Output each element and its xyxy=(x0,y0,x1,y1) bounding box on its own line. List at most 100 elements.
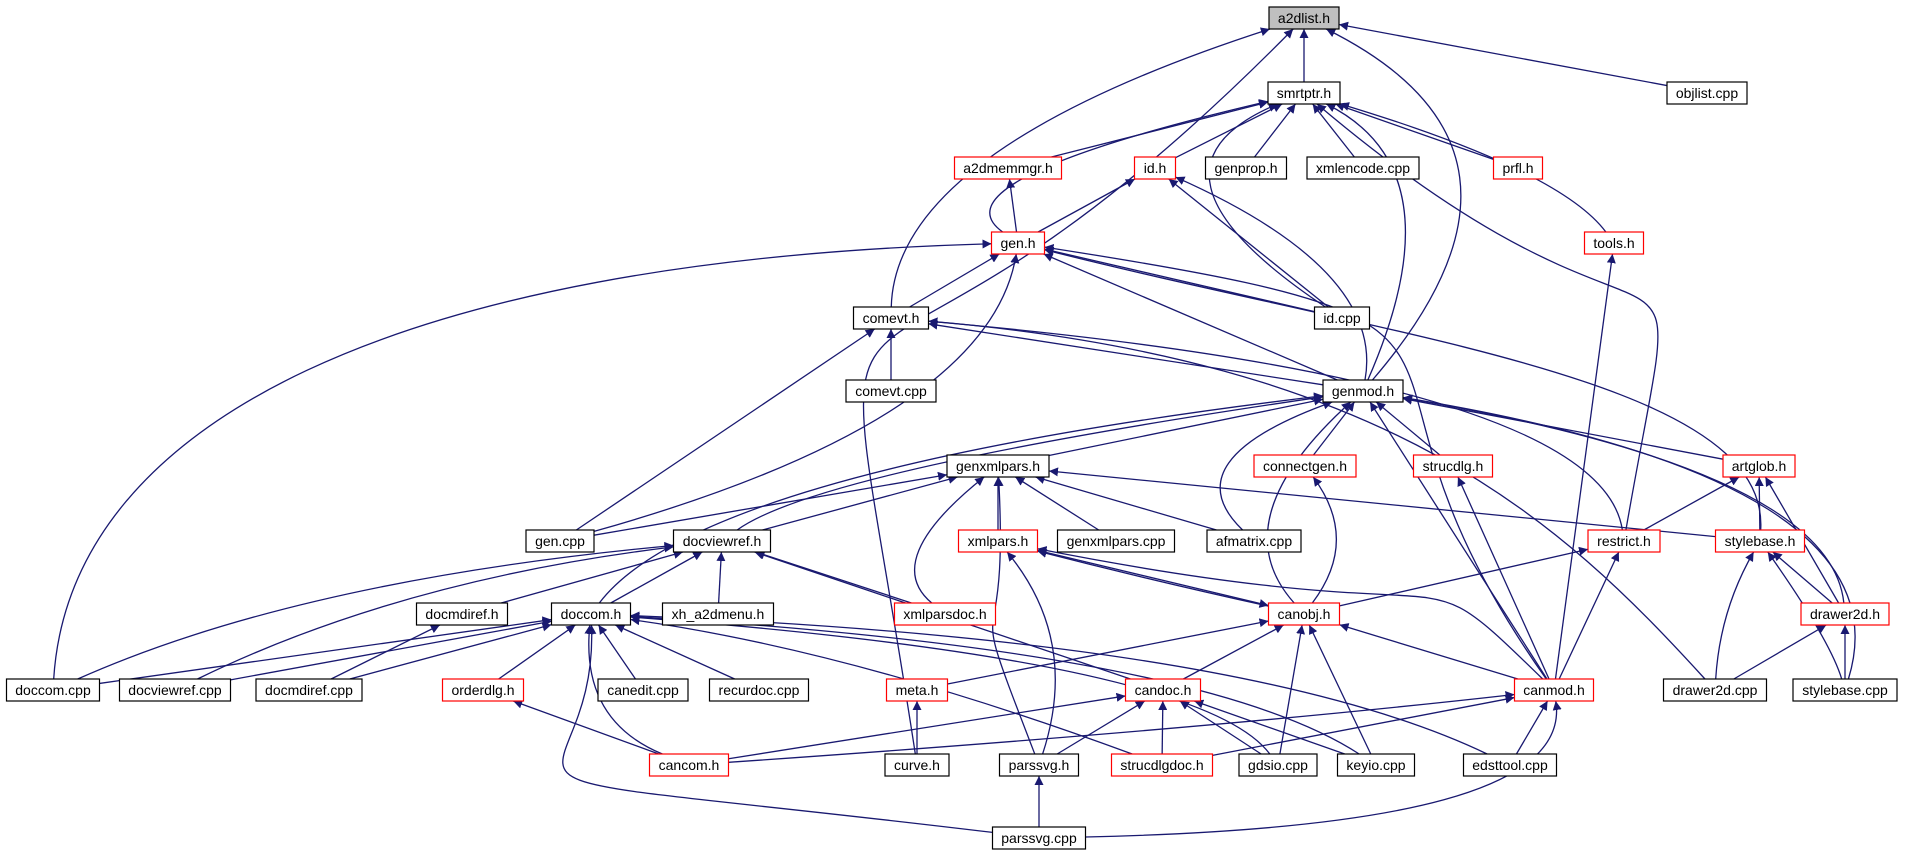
node-label: recurdoc.cpp xyxy=(719,682,800,698)
edge-objlist_cpp-to-a2dlist_h xyxy=(1338,21,1668,87)
edge-canmod_h-to-canobj_h xyxy=(1339,623,1519,680)
node-box xyxy=(1583,231,1645,255)
node-box xyxy=(957,529,1039,553)
node-box xyxy=(1124,678,1202,702)
edge-keyio_cpp-to-doccom_h xyxy=(630,612,1360,755)
node-xh-a2dmenu-h[interactable]: xh_a2dmenu.h xyxy=(661,602,775,626)
node-box xyxy=(1587,529,1661,553)
node-label: doccom.h xyxy=(561,606,622,622)
edge-genprop_h-to-smrtptr_h xyxy=(1253,103,1297,158)
node-artglob-h[interactable]: artglob.h xyxy=(1722,454,1796,478)
node-label: docmdiref.cpp xyxy=(265,682,353,698)
node-comevt-h[interactable]: comevt.h xyxy=(852,306,930,330)
node-connectgen-h[interactable]: connectgen.h xyxy=(1253,454,1357,478)
node-prfl-h[interactable]: prfl.h xyxy=(1492,156,1544,180)
node-parssvg-h[interactable]: parssvg.h xyxy=(998,753,1080,777)
edge-gen_cpp-to-comevt_h xyxy=(575,328,876,531)
node-id-cpp[interactable]: id.cpp xyxy=(1313,306,1371,330)
node-genprop-h[interactable]: genprop.h xyxy=(1204,156,1288,180)
node-canedit-cpp[interactable]: canedit.cpp xyxy=(597,678,689,702)
edge-gen_cpp-to-genxmlpars_h xyxy=(593,471,948,536)
edge-genmod_h-to-id_h xyxy=(1175,176,1368,381)
node-canobj-h[interactable]: canobj.h xyxy=(1267,602,1341,626)
node-objlist-cpp[interactable]: objlist.cpp xyxy=(1666,81,1748,105)
node-box xyxy=(953,156,1063,180)
node-label: comevt.cpp xyxy=(855,383,927,399)
node-cancom-h[interactable]: cancom.h xyxy=(648,753,730,777)
node-meta-h[interactable]: meta.h xyxy=(885,678,949,702)
node-id-h[interactable]: id.h xyxy=(1133,156,1177,180)
node-keyio-cpp[interactable]: keyio.cpp xyxy=(1336,753,1416,777)
node-xmlencode-cpp[interactable]: xmlencode.cpp xyxy=(1306,156,1420,180)
node-box xyxy=(1462,753,1558,777)
node-label: stylebase.cpp xyxy=(1802,682,1888,698)
node-genxmlpars-h[interactable]: genxmlpars.h xyxy=(946,454,1050,478)
node-restrict-h[interactable]: restrict.h xyxy=(1587,529,1661,553)
edge-candoc_h-to-canobj_h xyxy=(1183,624,1284,680)
edge-genmod_h-to-comevt_h xyxy=(928,320,1324,386)
node-canmod-h[interactable]: canmod.h xyxy=(1513,678,1595,702)
node-genxmlpars-cpp[interactable]: genxmlpars.cpp xyxy=(1056,529,1176,553)
node-gen-cpp[interactable]: gen.cpp xyxy=(525,529,595,553)
edge-doccom_h-to-docviewref_h xyxy=(610,551,703,604)
node-label: prfl.h xyxy=(1502,160,1533,176)
node-genmod-h[interactable]: genmod.h xyxy=(1322,379,1404,403)
node-curve-h[interactable]: curve.h xyxy=(884,753,950,777)
node-label: a2dlist.h xyxy=(1278,10,1330,26)
node-docmdiref-cpp[interactable]: docmdiref.cpp xyxy=(255,678,363,702)
node-recurdoc-cpp[interactable]: recurdoc.cpp xyxy=(708,678,810,702)
node-label: tools.h xyxy=(1593,235,1634,251)
node-box xyxy=(852,306,930,330)
node-box xyxy=(1336,753,1416,777)
edge-genxmlpars_h-to-genmod_h xyxy=(1048,396,1324,457)
node-label: gdsio.cpp xyxy=(1248,757,1308,773)
node-label: parssvg.h xyxy=(1009,757,1070,773)
edge-parssvg_cpp-to-canmod_h xyxy=(1085,700,1562,838)
node-a2dmemmgr-h[interactable]: a2dmemmgr.h xyxy=(953,156,1063,180)
node-drawer2d-h[interactable]: drawer2d.h xyxy=(1800,602,1890,626)
node-doccom-cpp[interactable]: doccom.cpp xyxy=(5,678,101,702)
node-orderdlg-h[interactable]: orderdlg.h xyxy=(441,678,525,702)
node-strucdlg-h[interactable]: strucdlg.h xyxy=(1412,454,1494,478)
node-comevt-cpp[interactable]: comevt.cpp xyxy=(845,379,937,403)
node-docviewref-cpp[interactable]: docviewref.cpp xyxy=(118,678,232,702)
node-box xyxy=(998,753,1080,777)
node-edsttool-cpp[interactable]: edsttool.cpp xyxy=(1462,753,1558,777)
node-label: genxmlpars.h xyxy=(956,458,1040,474)
edge-canedit_cpp-to-doccom_h xyxy=(597,624,637,680)
node-box xyxy=(1267,602,1341,626)
node-stylebase-cpp[interactable]: stylebase.cpp xyxy=(1792,678,1898,702)
edge-doccom_cpp-to-gen_h xyxy=(53,239,992,680)
node-gdsio-cpp[interactable]: gdsio.cpp xyxy=(1238,753,1318,777)
node-a2dlist-h[interactable]: a2dlist.h xyxy=(1268,6,1340,30)
node-docviewref-h[interactable]: docviewref.h xyxy=(672,529,772,553)
node-xmlparsdoc-h[interactable]: xmlparsdoc.h xyxy=(893,602,997,626)
edge-id_cpp-to-id_h xyxy=(1168,178,1329,308)
node-strucdlgdoc-h[interactable]: strucdlgdoc.h xyxy=(1110,753,1214,777)
node-stylebase-h[interactable]: stylebase.h xyxy=(1714,529,1806,553)
node-drawer2d-cpp[interactable]: drawer2d.cpp xyxy=(1662,678,1768,702)
node-label: cancom.h xyxy=(659,757,720,773)
node-tools-h[interactable]: tools.h xyxy=(1583,231,1645,255)
edge-strucdlgdoc_h-to-canmod_h xyxy=(1212,694,1515,756)
node-box xyxy=(661,602,775,626)
node-doccom-h[interactable]: doccom.h xyxy=(550,602,632,626)
node-gen-h[interactable]: gen.h xyxy=(990,231,1046,255)
edge-parssvg_cpp-to-doccom_h xyxy=(562,624,993,834)
edge-genmod_h-to-smrtptr_h xyxy=(1326,103,1407,381)
edge-edsttool_cpp-to-doccom_h xyxy=(630,611,1488,755)
edge-comevt_h-to-gen_h xyxy=(909,253,1000,308)
node-label: drawer2d.h xyxy=(1810,606,1880,622)
node-docmdiref-h[interactable]: docmdiref.h xyxy=(415,602,509,626)
node-box xyxy=(255,678,363,702)
node-parssvg-cpp[interactable]: parssvg.cpp xyxy=(991,826,1087,850)
node-box xyxy=(884,753,950,777)
node-label: id.cpp xyxy=(1323,310,1361,326)
node-candoc-h[interactable]: candoc.h xyxy=(1124,678,1202,702)
node-box xyxy=(946,454,1050,478)
node-afmatrix-cpp[interactable]: afmatrix.cpp xyxy=(1206,529,1302,553)
node-smrtptr-h[interactable]: smrtptr.h xyxy=(1267,81,1341,105)
edge-xh_a2dmenu_h-to-docviewref_h xyxy=(716,551,726,604)
node-box xyxy=(1306,156,1420,180)
node-xmlpars-h[interactable]: xmlpars.h xyxy=(957,529,1039,553)
